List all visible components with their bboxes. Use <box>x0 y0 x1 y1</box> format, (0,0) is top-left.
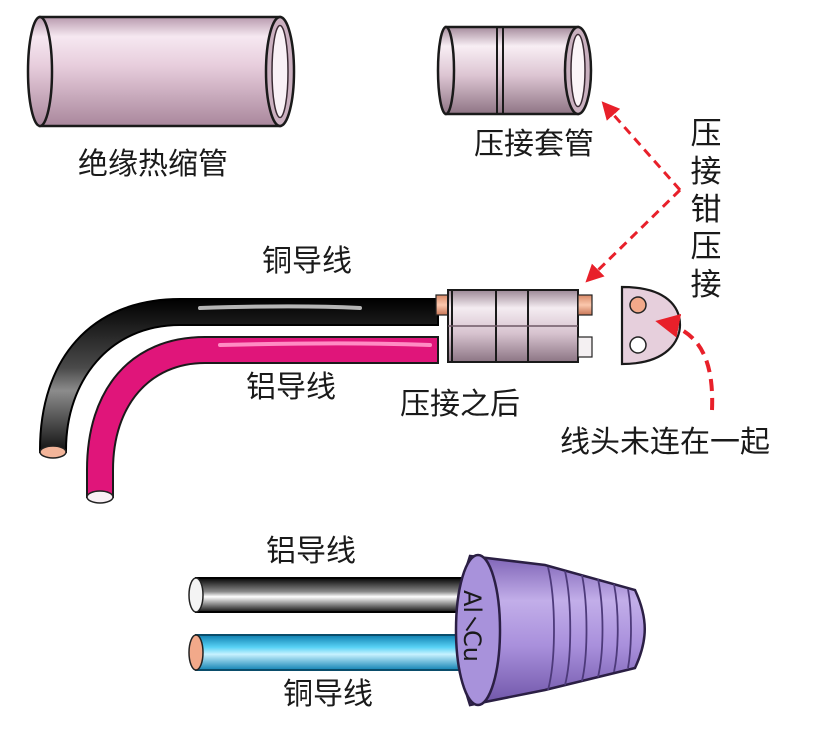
crimp-arrows <box>588 104 680 280</box>
label-after-crimping: 压接之后 <box>400 390 520 420</box>
label-copper-wire-bottom: 铜导线 <box>283 680 373 710</box>
label-crimp-sleeve: 压接套管 <box>474 130 594 160</box>
label-aluminum-wire-mid: 铝导线 <box>246 373 336 403</box>
label-crimp-with-pliers: 压接钳压接 <box>688 116 724 305</box>
copper-wire-cyan-bottom <box>189 635 471 670</box>
label-copper-wire-top: 铜导线 <box>262 247 352 277</box>
connector-marking-al: Al <box>460 590 484 613</box>
aluminum-wire-black-bottom <box>189 578 471 612</box>
label-wire-ends-not-connected: 线头未连在一起 <box>560 428 770 458</box>
crimped-joint <box>448 290 592 362</box>
heat-shrink-tube <box>28 17 294 126</box>
aluminum-wire-magenta <box>87 337 438 503</box>
connector-marking-cu: Cu <box>460 630 484 662</box>
crimp-sleeve <box>438 27 591 114</box>
label-aluminum-wire-bottom: 铝导线 <box>266 537 356 567</box>
label-heat-shrink-tube: 绝缘热缩管 <box>78 150 228 180</box>
